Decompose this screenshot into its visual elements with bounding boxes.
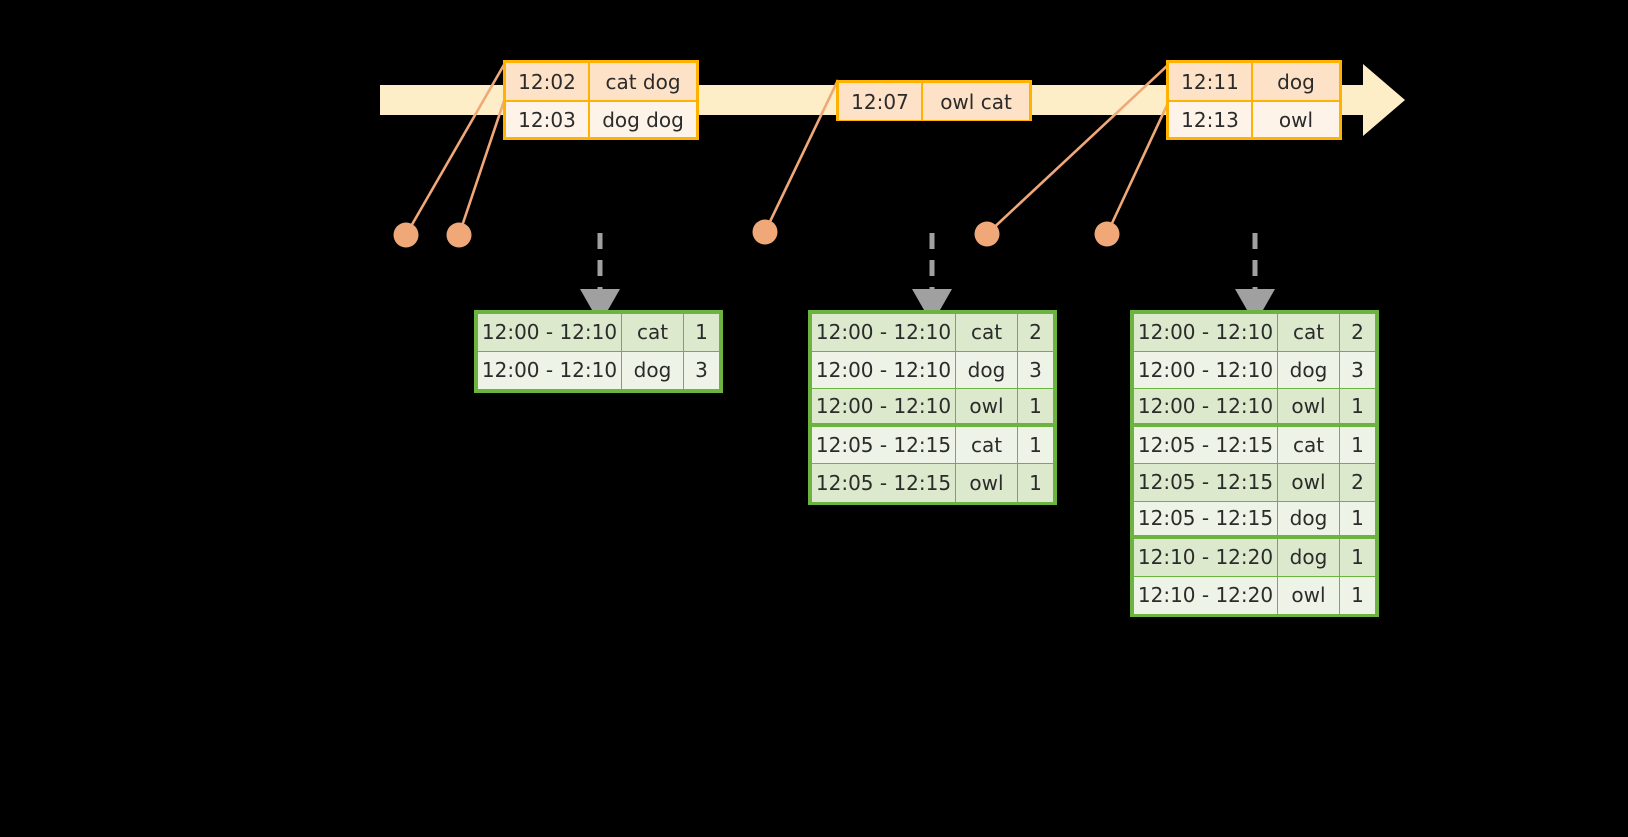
cell-window: 12:05 - 12:15 bbox=[1134, 464, 1278, 502]
cell-word: cat bbox=[956, 426, 1018, 464]
event-row[interactable]: 12:02 cat dog bbox=[506, 63, 696, 100]
event-row[interactable]: 12:07 owl cat bbox=[839, 83, 1029, 120]
event-time: 12:02 bbox=[506, 63, 590, 100]
cell-window: 12:00 - 12:10 bbox=[812, 314, 956, 352]
event-time: 12:03 bbox=[506, 102, 590, 137]
connector-line-5 bbox=[1105, 102, 1170, 235]
connector-dots bbox=[393, 219, 1120, 248]
cell-window: 12:05 - 12:15 bbox=[1134, 426, 1278, 464]
cell-count: 1 bbox=[684, 314, 719, 352]
cell-word: owl bbox=[1278, 464, 1340, 502]
cell-word: cat bbox=[622, 314, 684, 352]
cell-word: dog bbox=[1278, 501, 1340, 539]
cell-count: 1 bbox=[1340, 576, 1375, 614]
cell-count: 1 bbox=[1340, 501, 1375, 539]
cell-word: cat bbox=[1278, 426, 1340, 464]
event-group-3[interactable]: 12:11 dog 12:13 owl bbox=[1166, 60, 1342, 140]
event-group-2[interactable]: 12:07 owl cat bbox=[836, 80, 1032, 121]
connector-dot-1 bbox=[393, 222, 419, 248]
cell-word: owl bbox=[956, 464, 1018, 502]
cell-word: owl bbox=[1278, 576, 1340, 614]
cell-window: 12:00 - 12:10 bbox=[1134, 351, 1278, 389]
cell-count: 1 bbox=[1340, 389, 1375, 427]
cell-word: cat bbox=[956, 314, 1018, 352]
cell-window: 12:00 - 12:10 bbox=[478, 314, 622, 352]
cell-count: 3 bbox=[684, 351, 719, 389]
event-time: 12:13 bbox=[1169, 102, 1253, 137]
event-words: dog bbox=[1253, 63, 1339, 100]
cell-window: 12:05 - 12:15 bbox=[1134, 501, 1278, 539]
event-time: 12:11 bbox=[1169, 63, 1253, 100]
cell-word: dog bbox=[956, 351, 1018, 389]
cell-count: 1 bbox=[1018, 464, 1053, 502]
connector-line-1 bbox=[404, 62, 507, 236]
connector-dot-2 bbox=[446, 222, 472, 248]
connector-line-2 bbox=[457, 97, 507, 236]
cell-count: 1 bbox=[1340, 539, 1375, 577]
cell-count: 1 bbox=[1018, 389, 1053, 427]
cell-window: 12:05 - 12:15 bbox=[812, 426, 956, 464]
cell-window: 12:10 - 12:20 bbox=[1134, 576, 1278, 614]
connector-dot-4 bbox=[974, 221, 1000, 247]
cell-window: 12:00 - 12:10 bbox=[1134, 389, 1278, 427]
event-time: 12:07 bbox=[839, 83, 923, 120]
cell-word: dog bbox=[1278, 539, 1340, 577]
cell-word: owl bbox=[1278, 389, 1340, 427]
cell-window: 12:00 - 12:10 bbox=[478, 351, 622, 389]
cell-window: 12:00 - 12:10 bbox=[812, 351, 956, 389]
event-row[interactable]: 12:11 dog bbox=[1169, 63, 1339, 100]
cell-word: dog bbox=[1278, 351, 1340, 389]
cell-word: dog bbox=[622, 351, 684, 389]
cell-window: 12:00 - 12:10 bbox=[812, 389, 956, 427]
cell-count: 1 bbox=[1340, 426, 1375, 464]
cell-count: 2 bbox=[1340, 464, 1375, 502]
dashed-arrows bbox=[580, 233, 1275, 324]
event-words: owl bbox=[1253, 102, 1339, 137]
cell-count: 3 bbox=[1018, 351, 1053, 389]
event-words: owl cat bbox=[923, 83, 1029, 120]
event-row[interactable]: 12:13 owl bbox=[1169, 100, 1339, 137]
connector-line-3 bbox=[763, 79, 840, 233]
event-words: dog dog bbox=[590, 102, 696, 137]
cell-window: 12:05 - 12:15 bbox=[812, 464, 956, 502]
cell-word: owl bbox=[956, 389, 1018, 427]
connector-dot-3 bbox=[752, 219, 778, 245]
connector-dot-5 bbox=[1094, 221, 1120, 247]
event-words: cat dog bbox=[590, 63, 696, 100]
cell-window: 12:00 - 12:10 bbox=[1134, 314, 1278, 352]
event-group-1[interactable]: 12:02 cat dog 12:03 dog dog bbox=[503, 60, 699, 140]
event-row[interactable]: 12:03 dog dog bbox=[506, 100, 696, 137]
cell-count: 2 bbox=[1018, 314, 1053, 352]
cell-count: 3 bbox=[1340, 351, 1375, 389]
cell-window: 12:10 - 12:20 bbox=[1134, 539, 1278, 577]
cell-word: cat bbox=[1278, 314, 1340, 352]
cell-count: 1 bbox=[1018, 426, 1053, 464]
cell-count: 2 bbox=[1340, 314, 1375, 352]
